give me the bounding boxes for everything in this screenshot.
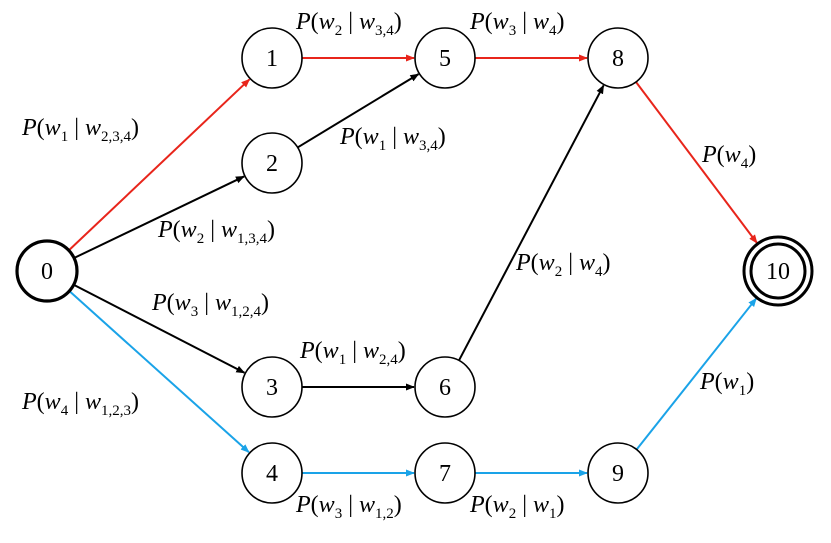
node-label: 7 <box>439 461 451 487</box>
node-label: 0 <box>41 259 53 285</box>
node-5: 5 <box>414 27 476 89</box>
node-circle <box>414 442 476 504</box>
node-8: 8 <box>587 27 649 89</box>
edge-2-to-5 <box>297 73 420 149</box>
node-2: 2 <box>241 132 303 194</box>
node-label: 5 <box>439 46 451 72</box>
edge-label-6-to-8: P(w2 | w4) <box>515 250 611 280</box>
node-circle <box>241 442 303 504</box>
node-label: 1 <box>266 46 278 72</box>
edge-label-9-to-10: P(w1) <box>699 369 754 399</box>
edge-label-4-to-7: P(w3 | w1,2) <box>295 492 402 522</box>
edge-0-to-1 <box>68 78 251 252</box>
node-circle <box>414 27 476 89</box>
node-1: 1 <box>241 27 303 89</box>
edge-label-0-to-2: P(w2 | w1,3,4) <box>157 217 275 247</box>
edge-6-to-8 <box>458 84 605 361</box>
node-label: 6 <box>439 375 451 401</box>
node-10: 10 <box>742 235 814 307</box>
node-label: 8 <box>612 46 624 72</box>
edges-layer <box>68 54 758 477</box>
edge-label-3-to-6: P(w1 | w2,4) <box>299 338 406 368</box>
edge-label-0-to-1: P(w1 | w2,3,4) <box>21 115 139 145</box>
node-circle <box>414 356 476 418</box>
node-label: 10 <box>766 259 790 285</box>
node-7: 7 <box>414 442 476 504</box>
edge-labels-layer: P(w1 | w2,3,4) P(w2 | w1,3,4) P(w3 | w1,2,… <box>21 9 756 522</box>
edge-0-to-2 <box>73 175 245 259</box>
node-label: 9 <box>612 461 624 487</box>
node-6: 6 <box>414 356 476 418</box>
edge-label-7-to-9: P(w2 | w1) <box>469 492 565 522</box>
node-9: 9 <box>587 442 649 504</box>
node-inner-circle <box>749 242 807 300</box>
node-circle <box>241 27 303 89</box>
node-circle <box>241 132 303 194</box>
node-circle <box>241 356 303 418</box>
edge-label-0-to-3: P(w3 | w1,2,4) <box>151 290 269 320</box>
edge-label-1-to-5: P(w2 | w3,4) <box>295 9 402 39</box>
edge-0-to-4 <box>68 290 250 454</box>
node-label: 3 <box>266 375 278 401</box>
edge-8-to-10 <box>635 81 758 244</box>
node-4: 4 <box>241 442 303 504</box>
edge-9-to-10 <box>635 297 758 451</box>
node-0: 0 <box>15 239 79 303</box>
edge-label-0-to-4: P(w4 | w1,2,3) <box>21 389 139 419</box>
node-circle <box>15 239 79 303</box>
node-label: 4 <box>266 461 278 487</box>
node-3: 3 <box>241 356 303 418</box>
node-label: 2 <box>266 151 278 177</box>
edge-label-2-to-5: P(w1 | w3,4) <box>339 124 446 154</box>
nodes-layer: 0 1 2 3 4 5 6 7 8 9 10 <box>15 27 814 504</box>
edge-0-to-3 <box>73 283 246 374</box>
edge-label-8-to-10: P(w4) <box>701 142 756 172</box>
edge-label-5-to-8: P(w3 | w4) <box>469 9 565 39</box>
node-circle <box>587 27 649 89</box>
node-circle <box>587 442 649 504</box>
